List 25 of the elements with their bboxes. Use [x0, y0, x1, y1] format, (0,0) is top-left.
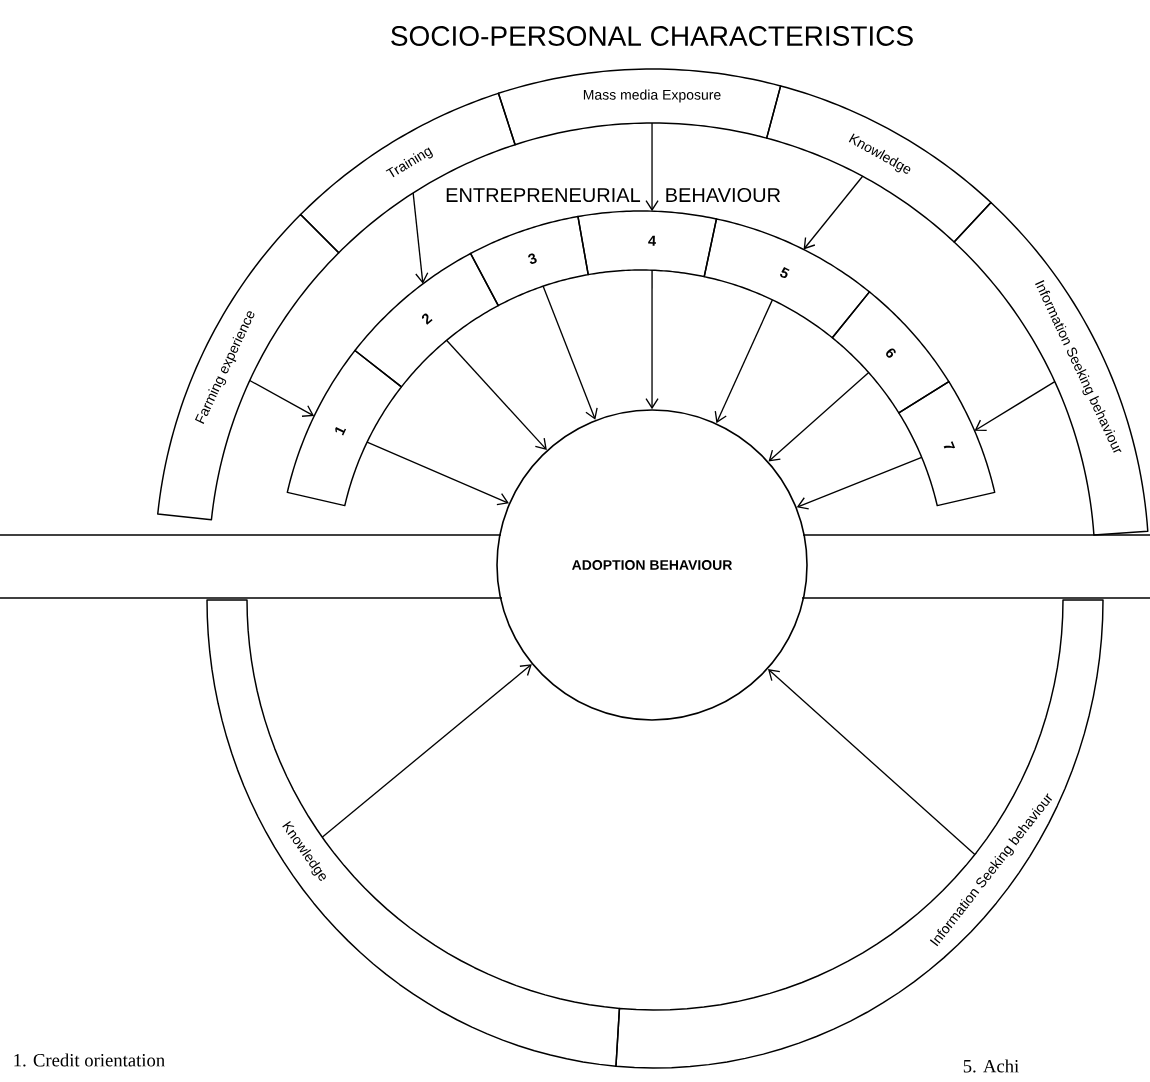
ring-segment: 2 [354, 252, 500, 388]
title: SOCIO-PERSONAL CHARACTERISTICS [391, 26, 913, 46]
ring-segment: 7 [898, 380, 996, 507]
arrow [796, 456, 923, 510]
ring-segment: 4 [577, 210, 718, 278]
arrow [645, 269, 659, 410]
ring-segment: Mass media Exposure [497, 68, 782, 146]
arrow [768, 371, 870, 462]
arrow [803, 175, 864, 250]
arrow [542, 285, 598, 420]
ring-segment: 1 [286, 349, 403, 507]
arrow [412, 192, 429, 284]
arrow [249, 379, 315, 417]
arrow [767, 669, 976, 856]
note-text: 1. Credit orientation [14, 1053, 165, 1067]
ring-segment: 6 [831, 291, 950, 414]
arrow [445, 339, 547, 451]
arrow [645, 122, 659, 212]
arrow [321, 664, 532, 838]
arrow [974, 380, 1056, 432]
ring-segment: 3 [469, 215, 589, 307]
circle-node: ADOPTION BEHAVIOUR [496, 409, 808, 721]
arrow [366, 441, 509, 506]
arrow [714, 299, 774, 424]
ring-segment: 5 [703, 218, 871, 339]
